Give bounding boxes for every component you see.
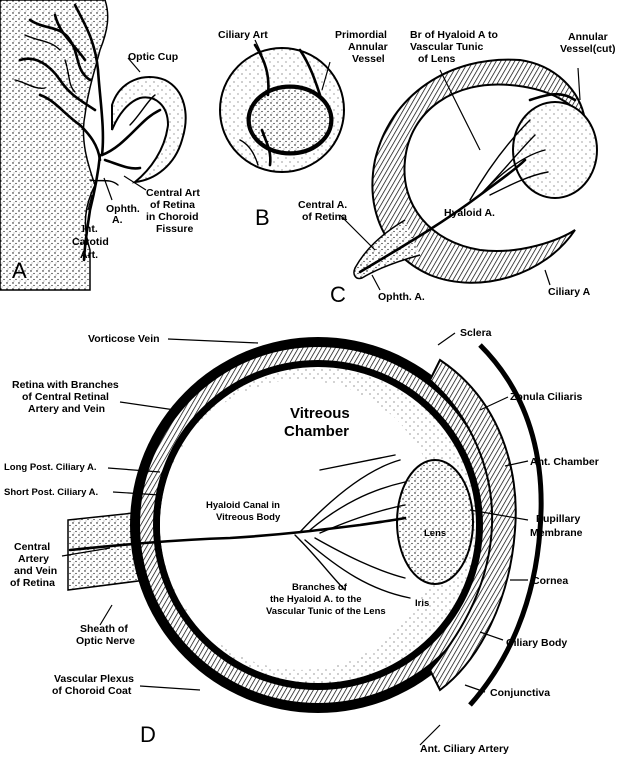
lens bbox=[397, 460, 473, 584]
panel-a: Optic Cup Ophth. A. Int. Carotid Art. Ce… bbox=[0, 0, 200, 290]
label-ciliary-body: Ciliary Body bbox=[506, 637, 567, 649]
label-retina-2: of Central Retinal bbox=[22, 391, 109, 403]
label-br-hyaloid-3: of Lens bbox=[418, 53, 455, 65]
label-branches: Branches of bbox=[292, 582, 348, 593]
label-hyaloid-a: Hyaloid A. bbox=[444, 207, 495, 219]
label-sheath-2: Optic Nerve bbox=[76, 635, 135, 647]
label-conjunctiva: Conjunctiva bbox=[490, 687, 550, 699]
label-int-carotid-3: Art. bbox=[80, 249, 98, 261]
label-central-artery: Central bbox=[14, 541, 50, 553]
panel-letter-b: B bbox=[255, 205, 270, 230]
label-iris: Iris bbox=[415, 598, 429, 609]
label-optic-cup: Optic Cup bbox=[128, 51, 178, 63]
label-sclera: Sclera bbox=[460, 327, 492, 339]
label-annular-2: Vessel(cut) bbox=[560, 43, 615, 55]
label-hyaloid-canal-2: Vitreous Body bbox=[216, 512, 281, 523]
label-central-artery-3: and Vein bbox=[14, 565, 57, 577]
label-ant-ciliary: Ant. Ciliary Artery bbox=[420, 743, 509, 755]
label-vascular-plexus-2: of Choroid Coat bbox=[52, 685, 132, 697]
label-sheath: Sheath of bbox=[80, 623, 128, 635]
label-zonula: Zonula Ciliaris bbox=[510, 391, 583, 403]
label-long-post: Long Post. Ciliary A. bbox=[4, 462, 97, 473]
label-lens: Lens bbox=[424, 528, 446, 539]
panel-letter-c: C bbox=[330, 282, 346, 307]
label-ant-chamber: Ant. Chamber bbox=[530, 456, 599, 468]
label-branches-3: Vascular Tunic of the Lens bbox=[266, 606, 386, 617]
label-ciliary-art: Ciliary Art bbox=[218, 29, 268, 41]
label-br-hyaloid: Br of Hyaloid A to bbox=[410, 29, 498, 41]
label-primordial: Primordial bbox=[335, 29, 387, 41]
label-cornea: Cornea bbox=[532, 575, 568, 587]
label-vascular-plexus: Vascular Plexus bbox=[54, 673, 134, 685]
label-ophth-a-c: Ophth. A. bbox=[378, 291, 425, 303]
panel-letter-d: D bbox=[140, 722, 156, 747]
label-ciliary-a-c: Ciliary A bbox=[548, 286, 591, 298]
panel-c-lens bbox=[513, 102, 597, 198]
label-central-art: Central Art bbox=[146, 187, 200, 199]
label-br-hyaloid-2: Vascular Tunic bbox=[410, 41, 483, 53]
label-vorticose-vein: Vorticose Vein bbox=[88, 333, 160, 345]
label-ophth-a-2: A. bbox=[112, 214, 123, 226]
panel-b-lens bbox=[250, 88, 330, 152]
label-central-a: Central A. bbox=[298, 199, 347, 211]
label-primordial-2: Annular bbox=[348, 41, 388, 53]
label-retina: Retina with Branches bbox=[12, 379, 119, 391]
label-short-post: Short Post. Ciliary A. bbox=[4, 487, 98, 498]
panel-d: Vorticose Vein Sclera Retina with Branch… bbox=[4, 327, 599, 755]
label-central-art-2: of Retina bbox=[150, 199, 195, 211]
label-vitreous-2: Chamber bbox=[284, 423, 349, 440]
label-hyaloid-canal: Hyaloid Canal in bbox=[206, 500, 280, 511]
label-primordial-3: Vessel bbox=[352, 53, 385, 65]
label-central-artery-4: of Retina bbox=[10, 577, 55, 589]
label-vitreous: Vitreous bbox=[290, 405, 350, 422]
label-branches-2: the Hyaloid A. to the bbox=[270, 594, 361, 605]
label-pupillary: Pupillary bbox=[536, 513, 581, 525]
label-central-art-3: in Choroid bbox=[146, 211, 199, 223]
label-central-a-2: of Retina bbox=[302, 211, 347, 223]
panel-letter-a: A bbox=[12, 258, 27, 283]
label-retina-3: Artery and Vein bbox=[28, 403, 105, 415]
panel-c: Br of Hyaloid A to Vascular Tunic of Len… bbox=[298, 29, 615, 307]
label-central-art-4: Fissure bbox=[156, 223, 194, 235]
label-pupillary-2: Membrane bbox=[530, 527, 583, 539]
label-central-artery-2: Artery bbox=[18, 553, 49, 565]
label-int-carotid-2: Carotid bbox=[72, 236, 109, 248]
label-annular: Annular bbox=[568, 31, 608, 43]
label-int-carotid: Int. bbox=[82, 223, 98, 235]
